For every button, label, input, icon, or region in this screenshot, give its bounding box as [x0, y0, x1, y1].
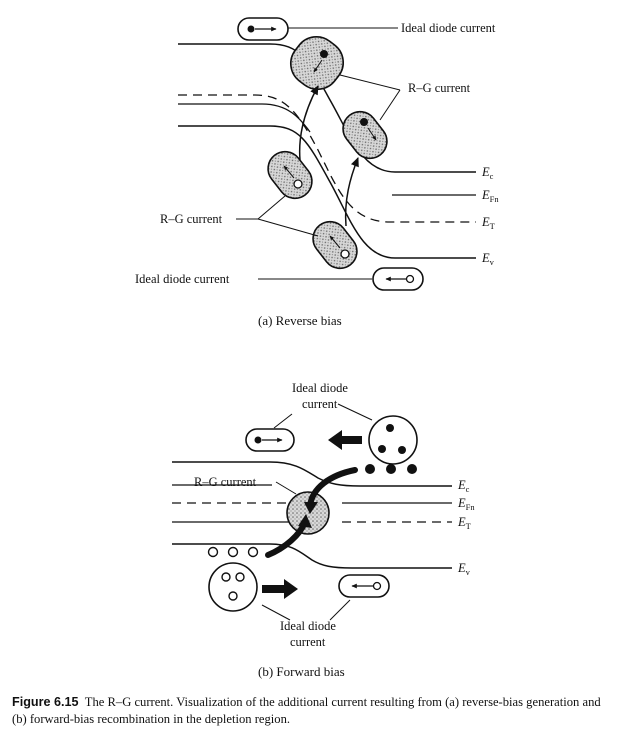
ec-label-b: Ec — [457, 478, 470, 494]
rg-label-left-a: R–G current — [160, 212, 223, 226]
ideal-diode-label-top-b-1: Ideal diode — [292, 381, 348, 395]
ec-band-line-a — [178, 43, 476, 173]
rg-label-right-a: R–G current — [408, 81, 471, 95]
rg-capsule-mid-a — [342, 110, 388, 160]
ideal-diode-label-bottom-a: Ideal diode current — [135, 272, 230, 286]
ideal-diode-label-bottom-b-2: current — [290, 635, 326, 649]
figure-number: Figure 6.15 — [12, 695, 79, 709]
rg-capsule-left-a — [267, 150, 313, 200]
band-lines-a — [178, 43, 476, 259]
et-label-b: ET — [457, 515, 472, 531]
subcaption-a: (a) Reverse bias — [258, 313, 342, 328]
rg-capsule-right-a — [312, 220, 358, 270]
ideal-diode-capsule-top-a — [237, 17, 289, 41]
ei-band-line-a — [178, 103, 311, 133]
ec-band-line-b — [172, 461, 452, 487]
bold-arrow-recomb-top-b — [307, 467, 358, 509]
electron-row-b — [365, 464, 417, 474]
et-band-line-a — [178, 94, 476, 223]
rg-label-b: R–G current — [194, 475, 257, 489]
ev-label-a: Ev — [481, 251, 495, 267]
et-label-a: ET — [481, 215, 496, 231]
bold-arrow-recomb-bottom-b — [265, 519, 308, 558]
bold-arrow-electrons-b — [328, 430, 362, 450]
rg-capsule-upper-a — [289, 35, 345, 91]
ev-label-b: Ev — [457, 561, 471, 577]
figure-caption: Figure 6.15 The R–G current. Visualizati… — [12, 694, 608, 728]
ideal-diode-label-top-a: Ideal diode current — [401, 21, 496, 35]
hole-row-b — [207, 546, 259, 558]
rg-center-b — [286, 491, 330, 535]
bold-arrow-holes-b — [262, 579, 298, 599]
ideal-diode-capsule-bottom-a — [372, 267, 424, 291]
ideal-diode-label-top-b-2: current — [302, 397, 338, 411]
subcaption-b: (b) Forward bias — [258, 664, 345, 679]
rg-arrow-right-a — [344, 157, 359, 227]
ideal-diode-label-bottom-b-1: Ideal diode — [280, 619, 336, 633]
leader-rg-right-a — [339, 74, 401, 91]
ideal-diode-capsule-bottom-b — [338, 574, 390, 598]
electron-reservoir-b — [368, 415, 418, 465]
ev-band-line-a — [178, 125, 476, 259]
forward-bias-diagram: Ideal diode current R–G current — [172, 381, 475, 679]
rg-arrow-left-a — [298, 85, 319, 161]
hole-reservoir-b — [208, 562, 258, 612]
ec-label-a: Ec — [481, 165, 494, 181]
caption-text: The R–G current. Visualization of the ad… — [12, 695, 601, 726]
ideal-diode-capsule-top-b — [245, 428, 295, 452]
leader-rg-right-a2 — [379, 89, 401, 121]
efn-label-b: EFn — [457, 496, 475, 512]
reverse-bias-diagram: Ideal diode current R–G — [135, 17, 499, 328]
efn-label-a: EFn — [481, 188, 499, 204]
